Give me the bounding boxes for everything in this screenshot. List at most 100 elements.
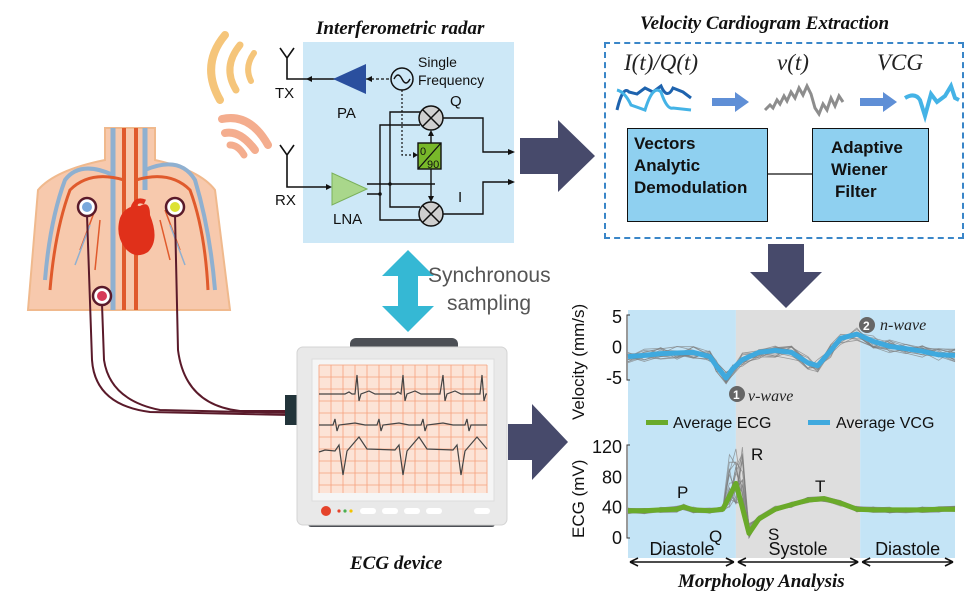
- oscillator-label-2: Frequency: [418, 72, 484, 88]
- morphology-title: Morphology Analysis: [678, 571, 845, 592]
- phase-arrow: [737, 557, 859, 567]
- v-wave-marker-number: 1: [733, 388, 740, 402]
- ecg-wave-label-s: S: [768, 525, 779, 544]
- monitor-button[interactable]: [360, 508, 376, 514]
- lna-label: LNA: [333, 211, 362, 228]
- tx-wave-icon: [207, 31, 229, 104]
- power-button-icon[interactable]: [321, 506, 331, 516]
- monitor-button[interactable]: [474, 508, 490, 514]
- signal-thumbnails: [615, 81, 960, 124]
- block-2-line: Adaptive: [831, 138, 903, 157]
- pa-label: PA: [337, 105, 356, 122]
- phase-arrows: [629, 557, 954, 567]
- pa-amplifier-icon: [333, 64, 366, 94]
- arrowhead: [428, 196, 434, 202]
- arrowhead: [508, 179, 515, 185]
- radar-title: Interferometric radar: [316, 18, 485, 39]
- legend-vcg-swatch: [808, 420, 830, 425]
- flow-arrow-down: [750, 244, 822, 308]
- legend-ecg-label: Average ECG: [673, 415, 771, 432]
- signal-label-iq: I(t)/Q(t): [624, 50, 699, 75]
- phase-label-diastole-2: Diastole: [875, 539, 940, 559]
- arrowhead: [326, 184, 332, 190]
- n-wave-marker-number: 2: [863, 319, 870, 333]
- v-signal-thumbnail: [763, 82, 845, 118]
- arrow-shape: [520, 120, 595, 192]
- vessel: [144, 162, 217, 291]
- sync-label-1: Synchronous: [428, 264, 551, 287]
- monitor-button[interactable]: [382, 508, 398, 514]
- monitor-button[interactable]: [404, 508, 420, 514]
- tx-wave-icon: [245, 50, 257, 84]
- wire: [389, 111, 420, 184]
- vcg-signal-thumbnail: [903, 81, 960, 124]
- block-1-line: Demodulation: [634, 178, 748, 197]
- ecg-trace: [319, 418, 487, 432]
- v-wave-marker: [729, 386, 745, 402]
- heart-icon: [118, 204, 155, 256]
- phase-arrow: [629, 557, 735, 567]
- rx-wave-icon: [218, 114, 272, 149]
- velocity-tick-label: -5: [606, 368, 622, 388]
- velocity-tick-label: 0: [612, 338, 622, 358]
- legend-vcg-label: Average VCG: [836, 415, 934, 432]
- electrode-blue-center: [82, 202, 92, 212]
- arrowhead: [508, 149, 515, 155]
- oscillator-to-phase-dashed: [401, 90, 415, 156]
- thumb-arrow-icon: [860, 92, 897, 112]
- lna-amplifier-icon: [331, 172, 369, 206]
- vessel: [43, 166, 114, 281]
- arrowhead: [413, 152, 418, 158]
- vessel: [48, 175, 125, 291]
- block-1-line: Vectors: [634, 134, 696, 153]
- ecg-tick-label: 0: [612, 528, 622, 548]
- flow-arrow-right-bottom: [508, 404, 568, 480]
- average-vcg-line: [627, 331, 956, 381]
- vectors-analytic-demodulation-block: Vectors Analytic Demodulation: [627, 128, 768, 222]
- phase-shifter-bottom-label: 90: [427, 159, 439, 171]
- ecg-axis-line: [626, 444, 630, 539]
- rx-wave-icon: [226, 141, 248, 159]
- arrow-shape: [508, 404, 568, 480]
- ecg-device-title: ECG device: [350, 553, 443, 574]
- electrode-red-center: [97, 291, 107, 301]
- n-wave-marker: [859, 317, 875, 333]
- arrowhead: [306, 76, 312, 82]
- q-label: Q: [450, 93, 462, 110]
- junction: [388, 182, 392, 186]
- phase-diagonal: [417, 142, 442, 170]
- phase-arrow: [861, 557, 954, 567]
- arrowhead: [366, 76, 372, 82]
- ecg-axis-label: ECG (mV): [569, 460, 588, 538]
- velocity-tick-label: 5: [612, 307, 622, 327]
- tx-wave-icon: [226, 41, 244, 94]
- adaptive-wiener-filter-block: Adaptive Wiener Filter: [812, 128, 929, 222]
- ecg-tick-label: 120: [592, 437, 622, 457]
- n-wave-label: n-wave: [880, 317, 926, 334]
- wire: [389, 184, 420, 208]
- monitor-button[interactable]: [426, 508, 442, 514]
- vcg-extraction-panel: [604, 42, 964, 239]
- phase-shifter-top-label: 0: [420, 146, 426, 158]
- junction: [378, 192, 382, 196]
- block-1-line: Analytic: [634, 156, 701, 175]
- ecg-wave-label-q: Q: [709, 527, 722, 546]
- v-wave-label: v-wave: [748, 388, 793, 405]
- ecg-trace: [318, 436, 488, 476]
- sine-glyph: [393, 74, 411, 84]
- lead-wire: [174, 214, 290, 412]
- i-label: I: [458, 189, 462, 206]
- rx-antenna-icon: [279, 144, 328, 188]
- double-arrow-shape: [382, 250, 434, 332]
- oscillator-label-1: Single: [418, 54, 457, 70]
- indicator-light: [337, 509, 341, 513]
- tx-antenna-icon: [279, 47, 310, 80]
- heart-aorta: [130, 198, 147, 209]
- sync-label-2: sampling: [447, 292, 532, 315]
- thumb-arrow-icon: [712, 92, 749, 112]
- mixer-cross: [421, 204, 441, 224]
- block-2-line: Filter: [835, 182, 877, 201]
- phase-label-diastole-1: Diastole: [649, 539, 714, 559]
- velocity-axis-label: Velocity (mm/s): [569, 304, 588, 420]
